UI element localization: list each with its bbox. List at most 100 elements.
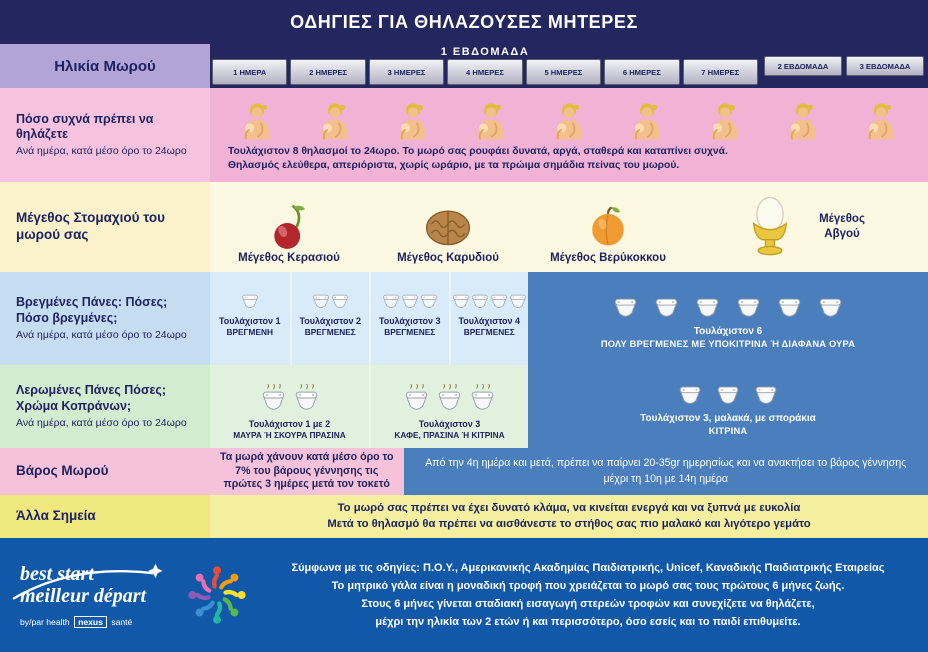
day-header-6: 6 ΗΜΕΡΕΣ: [604, 59, 680, 85]
stomach-item-cherry: Μέγεθος Κερασιού: [210, 182, 368, 272]
feeding-frequency-subtitle: Ανά ημέρα, κατά μέσο όρο το 24ωρο: [16, 145, 187, 158]
wet-cell-day1: Τουλάχιστον 1 ΒΡΕΓΜΕΝΗ: [210, 272, 290, 365]
diaper-icon: [777, 296, 802, 320]
footer: best start meilleur départ by/par health…: [0, 538, 928, 652]
breastfeeding-mother-icon: [314, 98, 356, 142]
wet-cell-count: Τουλάχιστον 1: [218, 316, 281, 326]
soiled-diaper-icon: [294, 383, 319, 413]
breastfeeding-mother-icon: [392, 98, 434, 142]
day-header-3: 3 ΗΜΕΡΕΣ: [368, 59, 445, 85]
row-stomach-size: Μέγεθος Στομαχιού του μωρού σας Μέγεθος …: [0, 182, 928, 272]
wet-diapers-content: Τουλάχιστον 1 ΒΡΕΓΜΕΝΗ Τουλάχιστον 2 ΒΡΕ…: [210, 272, 928, 365]
wet-diapers-subtitle: Ανά ημέρα, κατά μέσο όρο το 24ωρο: [16, 328, 187, 341]
breastfeeding-mother-icon: [548, 98, 590, 142]
extra-week-headers: 2 ΕΒΔΟΜΑΔΑ 3 ΕΒΔΟΜΑΔΑ: [760, 44, 928, 88]
diaper-icon: [736, 296, 761, 320]
soiled-diaper-icon: [470, 383, 495, 413]
soiled-diapers-title: Λερωμένες Πάνες Πόσες; Χρώμα Κοπράνων;: [16, 383, 167, 413]
week3-header: 3 ΕΒΔΟΜΑΔΑ: [846, 56, 924, 76]
other-signs-content: Το μωρό σας πρέπει να έχει δυνατό κλάμα,…: [210, 495, 928, 538]
soiled-diaper-icon: [404, 383, 429, 413]
diaper-icon: [490, 293, 508, 310]
logo-byline: by/par health nexus santé: [20, 615, 174, 628]
baby-weight-label: Βάρος Μωρού: [0, 448, 210, 495]
diaper-icon: [654, 296, 679, 320]
day-header-5: 5 ΗΜΕΡΕΣ: [525, 59, 602, 85]
stomach-size-title: Μέγεθος Στομαχιού του μωρού σας: [16, 210, 166, 242]
apricot-label: Μέγεθος Βερύκοκκου: [550, 252, 666, 264]
footer-line1: Σύμφωνα με τις οδηγίες: Π.Ο.Υ., Αμερικαν…: [291, 561, 885, 574]
diaper-icon: [613, 296, 638, 320]
feeding-note-line2: Θηλασμός ελεύθερα, απεριόριστα, χωρίς ωρ…: [228, 159, 680, 171]
diaper-icon: [382, 293, 400, 310]
cherry-label: Μέγεθος Κερασιού: [238, 252, 340, 264]
footer-line4: μέχρι την ηλικία των 2 ετών ή και περισσ…: [375, 616, 801, 629]
header-row: Ηλικία Μωρού 1 ΕΒΔΟΜΑΔΑ 1 ΗΜΕΡΑ 2 ΗΜΕΡΕΣ…: [0, 44, 928, 88]
diaper-icon: [420, 293, 438, 310]
walnut-label: Μέγεθος Καρυδιού: [397, 252, 499, 264]
row-feeding-frequency: Πόσο συχνά πρέπει να θηλάζετε Ανά ημέρα,…: [0, 88, 928, 182]
feeding-frequency-label: Πόσο συχνά πρέπει να θηλάζετε Ανά ημέρα,…: [0, 88, 210, 182]
diaper-icon: [331, 293, 349, 310]
egg-label: Μέγεθος Αβγού: [819, 213, 865, 240]
wet-highlight-day5plus: Τουλάχιστον 6 ΠΟΛΥ ΒΡΕΓΜΕΝΕΣ ΜΕ ΥΠΟΚΙΤΡΙ…: [528, 272, 928, 365]
swoosh-graphic: [12, 563, 163, 599]
diaper-icons: [382, 284, 438, 310]
footer-guidelines-text: Σύμφωνα με τις οδηγίες: Π.Ο.Υ., Αμερικαν…: [264, 559, 914, 632]
breastfeeding-mother-icon: [782, 98, 824, 142]
stomach-item-walnut: Μέγεθος Καρυδιού: [368, 182, 528, 272]
weight-day4plus-text: Από την 4η ημέρα και μετά, πρέπει να παί…: [403, 448, 928, 495]
week1-label: 1 ΕΒΔΟΜΑΔΑ: [440, 46, 530, 58]
diaper-icon: [678, 384, 702, 407]
soiled-highlight-count: Τουλάχιστον 3, μαλακά, με σποράκια: [640, 413, 816, 424]
week2-header: 2 ΕΒΔΟΜΑΔΑ: [764, 56, 842, 76]
nexus-logo: nexus: [74, 615, 107, 628]
soiled-diaper-icons: [404, 377, 495, 413]
soiled-highlight-desc: ΚΙΤΡΙΝΑ: [708, 426, 748, 436]
stomach-size-label: Μέγεθος Στομαχιού του μωρού σας: [0, 182, 210, 272]
diaper-icon: [716, 384, 740, 407]
apricot-icon: [581, 200, 635, 252]
row-baby-weight: Βάρος Μωρού Τα μωρά χάνουν κατά μέσο όρο…: [0, 448, 928, 495]
soiled-cell-count: Τουλάχιστον 1 με 2: [248, 419, 331, 429]
breastfeeding-mother-icon: [626, 98, 668, 142]
footer-line2: Το μητρικό γάλα είναι η μοναδική τροφή π…: [331, 579, 845, 592]
diaper-icons: [613, 290, 843, 320]
stomach-item-egg: Μέγεθος Αβγού: [688, 182, 928, 272]
wet-cell-count: Τουλάχιστον 3: [378, 316, 441, 326]
soiled-cell-days1-2: Τουλάχιστον 1 με 2 ΜΑΥΡΑ Ή ΣΚΟΥΡΑ ΠΡΑΣΙΝ…: [210, 365, 369, 448]
best-start-logo: best start meilleur départ by/par health…: [12, 562, 174, 628]
soiled-diaper-icon: [261, 383, 286, 413]
soiled-diapers-label: Λερωμένες Πάνες Πόσες; Χρώμα Κοπράνων; Α…: [0, 365, 210, 448]
diaper-icon: [241, 293, 259, 310]
soiled-highlight-day5plus: Τουλάχιστον 3, μαλακά, με σποράκια ΚΙΤΡΙ…: [528, 365, 928, 448]
day-header-7: 7 ΗΜΕΡΕΣ: [682, 59, 758, 85]
wet-cell-day4: Τουλάχιστον 4 ΒΡΕΓΜΕΝΕΣ: [448, 272, 529, 365]
logo-best-start-text: best start: [20, 562, 94, 585]
feeding-frequency-title: Πόσο συχνά πρέπει να θηλάζετε: [16, 111, 154, 142]
diaper-icon: [818, 296, 843, 320]
wet-highlight-desc: ΠΟΛΥ ΒΡΕΓΜΕΝΕΣ ΜΕ ΥΠΟΚΙΤΡΙΝΑ Ή ΔΙΑΦΑΝΑ Ο…: [600, 339, 856, 349]
soiled-cell-days3-4: Τουλάχιστον 3 ΚΑΦΕ, ΠΡΑΣΙΝΑ Ή ΚΙΤΡΙΝΑ: [369, 365, 528, 448]
egg-icon: [741, 192, 799, 262]
day-headers: 1 ΗΜΕΡΑ 2 ΗΜΕΡΕΣ 3 ΗΜΕΡΕΣ 4 ΗΜΕΡΕΣ 5 ΗΜΕ…: [212, 59, 758, 85]
breastfeeding-mother-icon: [236, 98, 278, 142]
cherry-icon: [263, 202, 315, 252]
weight-first-days-text: Τα μωρά χάνουν κατά μέσο όρο το 7% του β…: [220, 450, 394, 491]
wet-cell-desc: ΒΡΕΓΜΕΝΕΣ: [304, 327, 356, 337]
wet-cell-day3: Τουλάχιστον 3 ΒΡΕΓΜΕΝΕΣ: [369, 272, 449, 365]
wet-cell-count: Τουλάχιστον 4: [458, 316, 521, 326]
soiled-diaper-icon: [437, 383, 462, 413]
diaper-icon: [471, 293, 489, 310]
wet-cell-desc: ΒΡΕΓΜΕΝΕΣ: [384, 327, 436, 337]
stomach-item-apricot: Μέγεθος Βερύκοκκου: [528, 182, 688, 272]
day-header-2: 2 ΗΜΕΡΕΣ: [290, 59, 366, 85]
logo-meilleur-depart-text: meilleur départ: [20, 584, 147, 607]
wet-cell-desc: ΒΡΕΓΜΕΝΕΣ: [463, 327, 515, 337]
row-other-signs: Άλλα Σημεία Το μωρό σας πρέπει να έχει δ…: [0, 495, 928, 538]
baby-weight-title: Βάρος Μωρού: [16, 463, 109, 479]
day-header-1: 1 ΗΜΕΡΑ: [212, 59, 288, 85]
logo-sante-text: santé: [111, 616, 133, 627]
soiled-diaper-icons: [261, 377, 319, 413]
